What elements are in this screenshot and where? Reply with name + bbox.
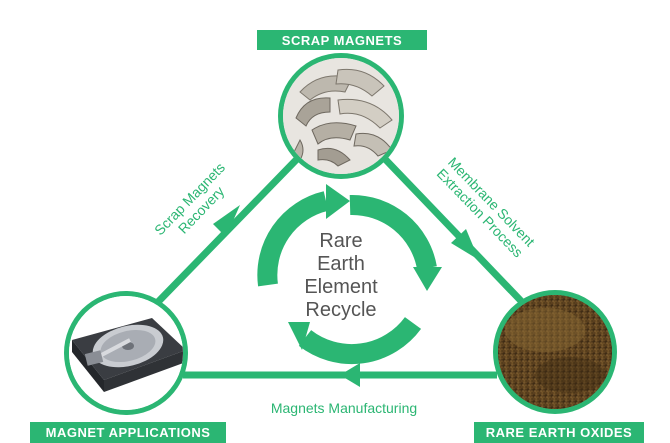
edge-label-bottom: Magnets Manufacturing — [271, 400, 417, 416]
center-recycle-arrows — [257, 191, 437, 365]
label-rare-earth-oxides: RARE EARTH OXIDES — [474, 422, 644, 443]
center-line-1: Rare — [319, 230, 362, 252]
edge-right — [382, 156, 526, 306]
hard-drive-image — [69, 296, 183, 410]
label-scrap-magnets: SCRAP MAGNETS — [257, 30, 427, 50]
scrap-magnets-node — [278, 53, 404, 179]
rare-earth-oxide-image — [498, 295, 612, 409]
recycle-arrowhead-2 — [413, 267, 442, 291]
recycle-arrowhead-1 — [326, 184, 350, 219]
edge-label-right: Membrane Solvent Extraction Process — [434, 154, 538, 260]
center-line-4: Recycle — [305, 299, 376, 321]
center-line-3: Element — [304, 276, 378, 298]
recycle-arrowhead-3 — [288, 322, 310, 350]
rare-earth-oxides-node — [493, 290, 617, 414]
center-label: Rare Earth Element Recycle — [304, 230, 378, 321]
scrap-magnets-image — [283, 58, 399, 174]
magnet-applications-node — [64, 291, 188, 415]
edge-right-arrow — [451, 229, 479, 260]
edge-left-arrow — [213, 205, 240, 237]
edge-bottom-arrow — [340, 363, 360, 387]
center-line-2: Earth — [317, 253, 365, 275]
label-magnet-applications: MAGNET APPLICATIONS — [30, 422, 226, 443]
